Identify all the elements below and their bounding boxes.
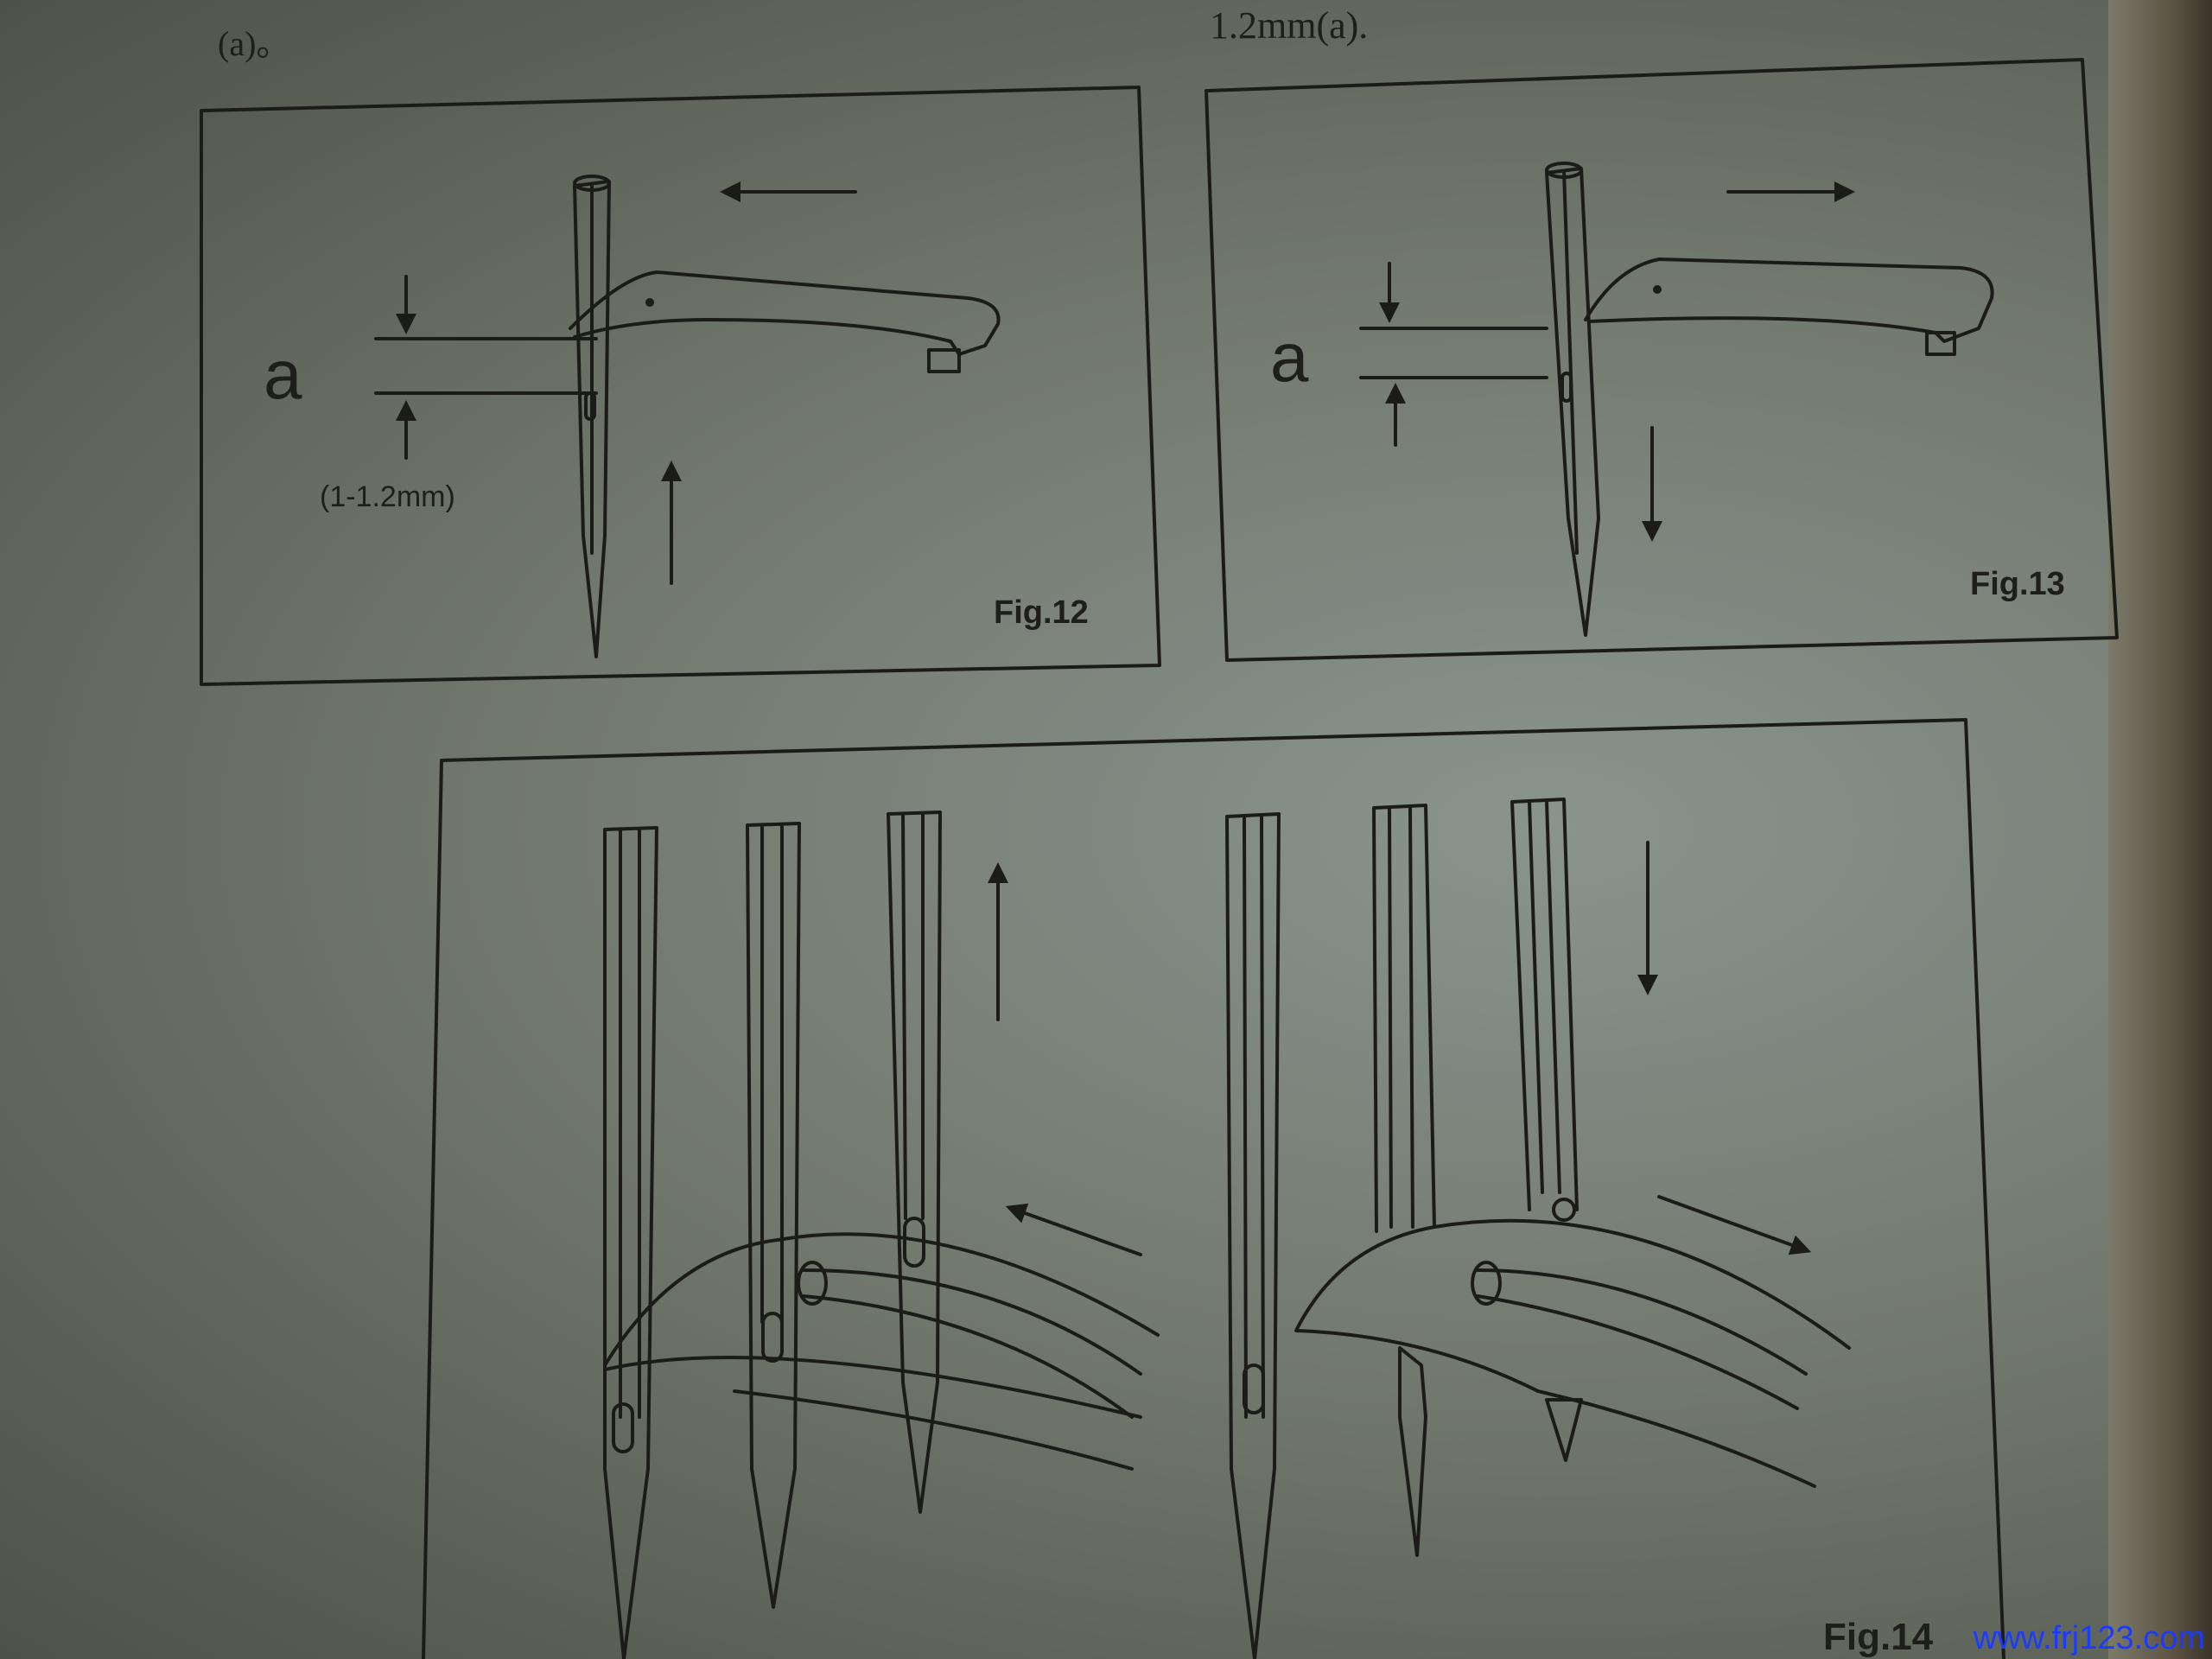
figure-14-frame: [422, 718, 2005, 1659]
right-arrow-icon: [1657, 1195, 1812, 1255]
left-arrow-icon: [1005, 1203, 1142, 1256]
figure-12-frame: [200, 86, 1161, 686]
dimension-label: a: [264, 336, 302, 413]
hook: [1584, 257, 1994, 343]
watermark: www.frj123.com: [1973, 1620, 2205, 1656]
needle: [573, 180, 611, 658]
dimension-value: (1-1.2mm): [320, 480, 455, 513]
header-text-left: (a)。: [218, 24, 291, 63]
hook: [569, 270, 1001, 356]
figure-14: [422, 718, 2005, 1659]
figure-12-caption: Fig.12: [994, 594, 1089, 631]
dimension-label: a: [1270, 319, 1309, 396]
needle-eye: [1560, 372, 1573, 403]
page-edge-shadow: [2108, 0, 2212, 1659]
needle-group-left: [603, 810, 1160, 1659]
header-text-right: 1.2mm(a).: [1210, 4, 1369, 47]
figure-13-frame: [1205, 58, 2119, 662]
needle: [1545, 167, 1600, 637]
figure-13-caption: Fig.13: [1970, 566, 2065, 602]
figure-12: [200, 86, 1161, 686]
needle-group-right: [1225, 798, 1851, 1659]
figure-13: [1205, 58, 2119, 662]
figure-14-caption: Fig.14: [1823, 1616, 1934, 1658]
